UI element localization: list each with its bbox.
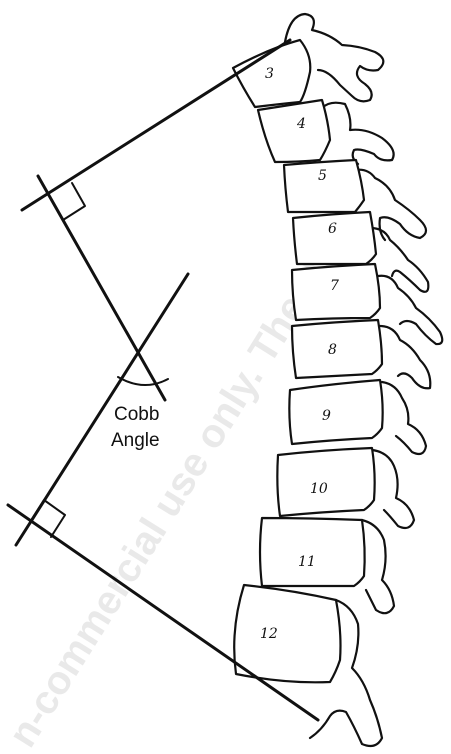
cobb-angle-arc	[118, 377, 168, 385]
upper-endplate-line	[22, 40, 290, 210]
vertebra-label-7: 7	[330, 278, 339, 294]
vertebra-10: 10	[277, 448, 414, 528]
vertebra-label-5: 5	[318, 168, 327, 184]
vertebra-label-12: 12	[260, 626, 278, 642]
vertebra-label-4: 4	[296, 116, 306, 132]
vertebra-label-11: 11	[298, 554, 316, 570]
vertebra-label-6: 6	[328, 221, 337, 237]
cobb-label-line2: Angle	[111, 430, 160, 451]
vertebra-label-9: 9	[322, 408, 331, 424]
vertebra-8: 8	[292, 320, 430, 388]
vertebra-9: 9	[289, 380, 426, 454]
vertebra-label-3: 3	[265, 66, 274, 82]
vertebra-4: 4	[258, 100, 394, 164]
vertebra-12: 12	[234, 585, 382, 746]
cobb-label-line1: Cobb	[114, 404, 159, 425]
vertebra-label-8: 8	[328, 342, 337, 358]
vertebra-label-10: 10	[310, 481, 328, 497]
